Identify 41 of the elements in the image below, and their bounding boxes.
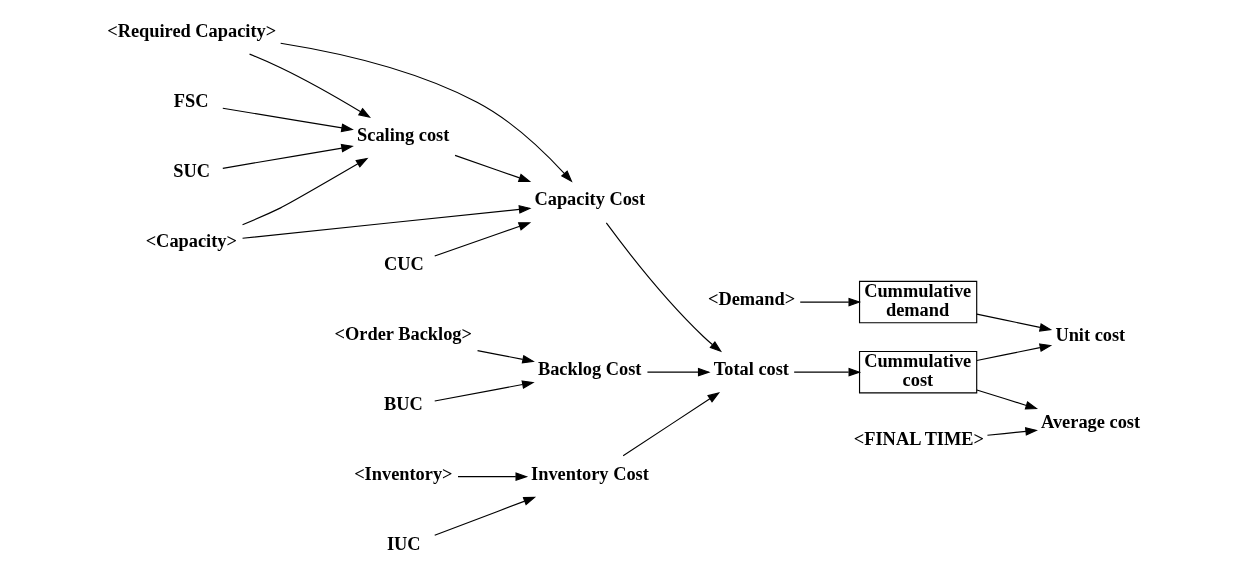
arrow	[476, 350, 535, 364]
arrow	[622, 392, 721, 457]
arrow	[986, 427, 1038, 436]
node-text: Total cost	[713, 359, 789, 380]
arrow	[241, 157, 369, 226]
node-text: <Inventory>	[354, 463, 453, 484]
arrow	[248, 53, 371, 118]
arrow	[646, 367, 711, 377]
arrow	[242, 205, 532, 239]
arrow	[799, 297, 862, 307]
node-text: Scaling cost	[357, 125, 450, 146]
arrow	[280, 42, 573, 183]
arrow	[454, 154, 532, 182]
node-text: Backlog Cost	[537, 359, 642, 380]
node-text: Average cost	[1041, 412, 1141, 433]
node-text: Capacity Cost	[534, 189, 646, 210]
node-text: FSC	[173, 90, 209, 111]
arrow	[457, 472, 529, 482]
node-text: <FINAL TIME>	[853, 429, 985, 450]
arrow	[793, 367, 862, 377]
node-box: Cummulative demand	[858, 280, 978, 324]
node-text: <Required Capacity>	[107, 20, 277, 41]
arrow	[434, 496, 537, 536]
node-box: Cummulative cost	[858, 350, 978, 394]
node-text: <Capacity>	[145, 230, 237, 251]
node-text: CUC	[384, 253, 424, 274]
arrow	[976, 389, 1038, 410]
node-text: IUC	[386, 533, 421, 554]
arrow	[976, 313, 1053, 332]
arrow	[434, 222, 532, 257]
node-text: Unit cost	[1055, 324, 1126, 345]
arrow	[222, 143, 354, 169]
node-text: <Order Backlog>	[334, 323, 472, 344]
arrow	[434, 380, 535, 402]
node-text: SUC	[173, 160, 210, 181]
node-text: <Demand>	[707, 289, 796, 310]
arrow	[605, 222, 723, 353]
node-text: Inventory Cost	[531, 463, 649, 484]
node-text: BUC	[384, 393, 423, 414]
arrow	[222, 107, 354, 133]
arrow	[976, 343, 1053, 362]
